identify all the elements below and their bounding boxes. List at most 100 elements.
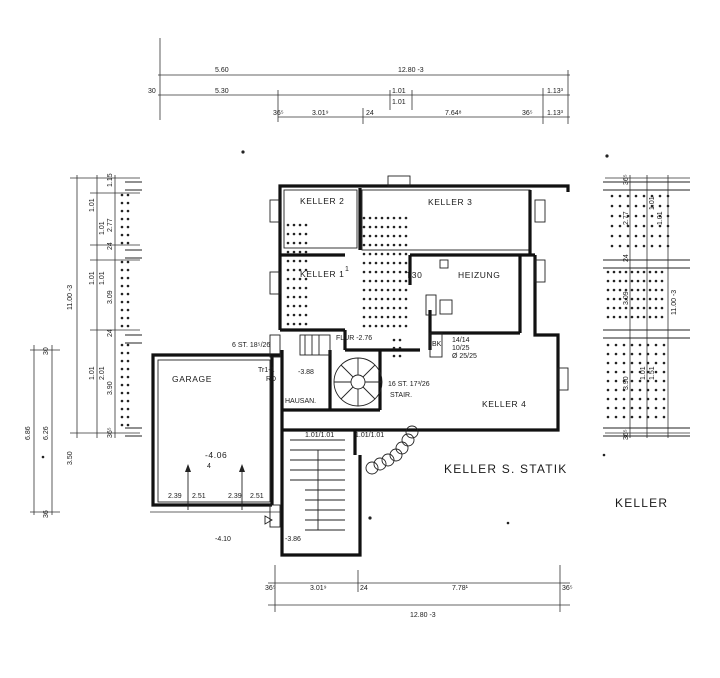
label-stair-a: 6 ST. 18⁵/26: [232, 342, 270, 349]
rebar-dot: [662, 406, 666, 410]
rebar-dot: [386, 288, 390, 292]
rebar-dot: [606, 343, 610, 347]
reinforcement-coil: [365, 425, 419, 475]
rebar-dot: [374, 252, 378, 256]
label-door-1: 1.01/1.01: [305, 432, 334, 439]
rebar-dot: [630, 370, 634, 374]
rebar-dot: [362, 288, 366, 292]
rebar-dot: [666, 244, 670, 248]
rebar-dot: [646, 379, 650, 383]
rebar-dot: [292, 322, 296, 326]
rebar-dot: [120, 268, 124, 272]
rebar-dot: [298, 277, 302, 281]
rebar-dot: [120, 241, 124, 245]
rebar-dot: [380, 288, 384, 292]
rebar-dot: [614, 379, 618, 383]
rebar-dot: [292, 259, 296, 263]
rebar-dot: [614, 415, 618, 419]
rebar-dot: [650, 194, 654, 198]
rebar-dot: [612, 297, 616, 301]
rebar-dot: [126, 209, 130, 213]
rebar-dot: [120, 308, 124, 312]
rebar-dot: [398, 338, 402, 342]
rebar-dot: [120, 324, 124, 328]
rebar-dot: [298, 322, 302, 326]
rebar-dot: [636, 315, 640, 319]
rebar-dot: [654, 415, 658, 419]
dim-bottom-1280: 12.80 -3: [410, 612, 436, 619]
rebar-dot: [392, 354, 396, 358]
left-dimension-chains: 11.00 -3 1.01 1.01 2.77 1.15 24 1.01 1.0…: [25, 173, 140, 518]
rebar-dot: [642, 204, 646, 208]
reinforcement-dots: [120, 193, 670, 427]
dim-101-top-b: 1.01: [392, 99, 406, 106]
rebar-dot: [368, 324, 372, 328]
rebar-dot: [618, 279, 622, 283]
dim-764-top: 7.64⁸: [445, 110, 462, 117]
rebar-dot: [120, 300, 124, 304]
dim-301-top: 3.01⁹: [312, 110, 329, 117]
rebar-dot: [612, 315, 616, 319]
rebar-dot: [120, 260, 124, 264]
rebar-dot: [606, 388, 610, 392]
rebar-dot: [380, 234, 384, 238]
rebar-dot: [386, 252, 390, 256]
plan-title: KELLER S. STATIK: [444, 462, 567, 476]
rebar-dot: [392, 338, 396, 342]
rebar-dot: [362, 297, 366, 301]
rebar-dot: [404, 261, 408, 265]
rebar-dot: [658, 234, 662, 238]
rebar-dot: [398, 270, 402, 274]
rebar-dot: [630, 297, 634, 301]
rebar-dot: [398, 252, 402, 256]
rebar-dot: [120, 316, 124, 320]
rebar-dot: [622, 388, 626, 392]
rebar-dot: [654, 297, 658, 301]
rebar-dot: [662, 397, 666, 401]
rebar-dot: [654, 388, 658, 392]
rebar-dot: [630, 343, 634, 347]
rebar-dot: [642, 306, 646, 310]
rebar-dot: [392, 261, 396, 265]
dim-bottom-365a: 36⁵: [265, 585, 276, 592]
rebar-dot: [120, 343, 124, 347]
rebar-dot: [650, 204, 654, 208]
rebar-dot: [392, 315, 396, 319]
rebar-dot: [612, 306, 616, 310]
label-keller-2: KELLER 2: [300, 196, 345, 206]
dim-garage-251b: 2.51: [250, 493, 264, 500]
rebar-dot: [286, 232, 290, 236]
rebar-dot: [612, 270, 616, 274]
rebar-dot: [126, 300, 130, 304]
rebar-dot: [298, 268, 302, 272]
rebar-dot: [126, 391, 130, 395]
rebar-dot: [634, 214, 638, 218]
rebar-dot: [126, 343, 130, 347]
rebar-dot: [654, 379, 658, 383]
rebar-dot: [286, 286, 290, 290]
rebar-dot: [374, 324, 378, 328]
rebar-dot: [624, 288, 628, 292]
label-keller-4: KELLER 4: [482, 399, 527, 409]
rebar-dot: [610, 224, 614, 228]
rebar-dot: [654, 406, 658, 410]
rebar-dot: [286, 295, 290, 299]
rebar-dot: [126, 233, 130, 237]
dim-left-30: 30: [43, 347, 50, 355]
rebar-dot: [292, 232, 296, 236]
rebar-dot: [380, 297, 384, 301]
rebar-dot: [630, 270, 634, 274]
rebar-dot: [650, 244, 654, 248]
rebar-dot: [606, 288, 610, 292]
side-label: KELLER: [615, 496, 668, 510]
dim-left-101c: 1.01: [89, 271, 96, 285]
rebar-dot: [374, 234, 378, 238]
rebar-dot: [286, 304, 290, 308]
rebar-dot: [658, 224, 662, 228]
rebar-dot: [626, 244, 630, 248]
label-flur: FLUR -2.76: [336, 335, 372, 342]
rebar-dot: [120, 201, 124, 205]
rebar-dot: [630, 397, 634, 401]
rebar-dot: [386, 306, 390, 310]
rebar-dot: [298, 304, 302, 308]
